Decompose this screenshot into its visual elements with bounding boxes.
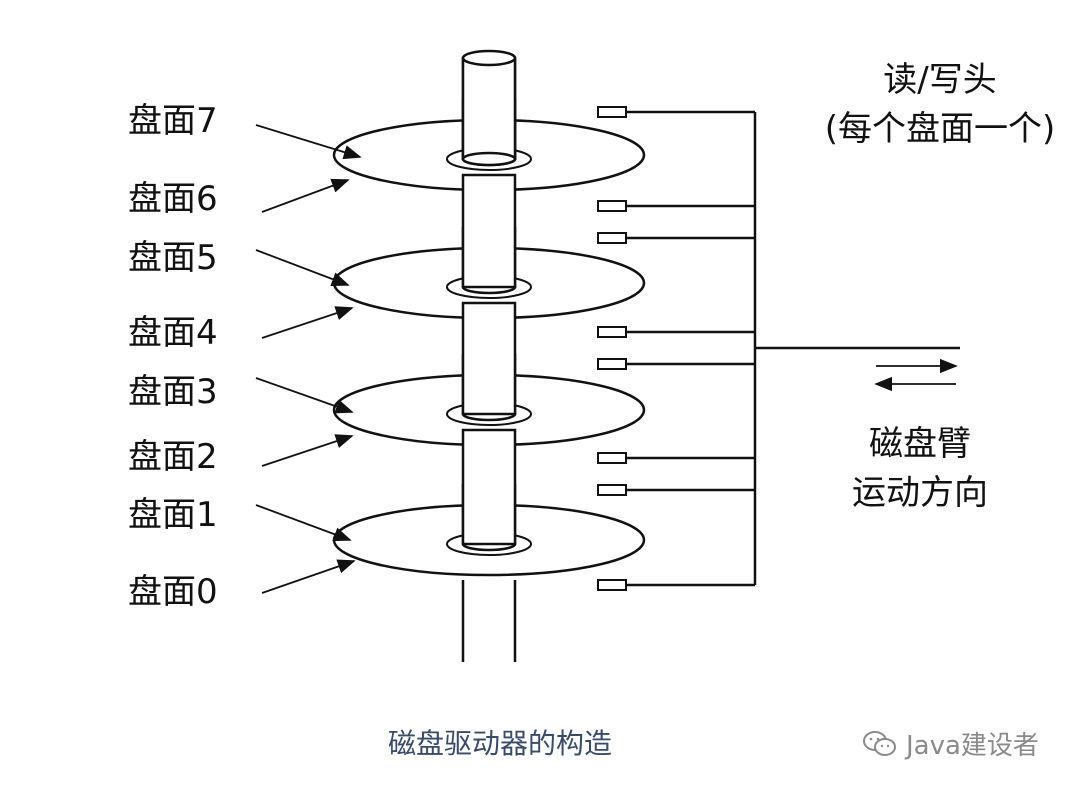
spindle-segment — [461, 301, 517, 416]
surface-label-7: 盘面7 — [128, 101, 218, 141]
surface-label-2: 盘面2 — [128, 437, 218, 477]
surface-pointer-arrow — [261, 559, 356, 594]
read-write-head — [597, 358, 627, 370]
read-write-head — [597, 106, 627, 118]
arm-direction-label: 磁盘臂 运动方向 — [820, 420, 1020, 519]
surface-pointer-arrow — [255, 377, 354, 414]
surface-label-6: 盘面6 — [128, 179, 218, 219]
wechat-icon — [863, 730, 896, 756]
spindle-segment — [461, 173, 517, 289]
read-write-head — [597, 326, 627, 338]
spindle-collar — [461, 151, 517, 167]
read-write-head — [597, 484, 627, 496]
read-write-head — [597, 452, 627, 464]
spindle-segment — [461, 428, 517, 546]
spindle-cap — [461, 49, 517, 67]
surface-pointer-arrow — [261, 306, 354, 339]
surface-label-5: 盘面5 — [128, 238, 218, 278]
watermark-text: Java建设者 — [906, 731, 1039, 761]
surface-pointer-arrow — [255, 504, 352, 542]
read-write-head — [597, 200, 627, 212]
arm-direction-label-line1: 磁盘臂 — [869, 424, 971, 464]
surface-label-0: 盘面0 — [128, 572, 218, 612]
surface-pointer-arrow — [261, 434, 354, 467]
watermark: Java建设者 — [862, 725, 1039, 762]
arm-direction-label-line2: 运动方向 — [852, 473, 988, 514]
surface-label-1: 盘面1 — [128, 495, 218, 535]
surface-pointer-arrow — [261, 178, 350, 213]
heads-label-line1: 读/写头 — [883, 60, 997, 100]
figure-caption: 磁盘驱动器的构造 — [387, 727, 612, 760]
surface-label-4: 盘面4 — [128, 313, 218, 353]
surface-pointer-arrow — [255, 124, 362, 160]
heads-label-line2: (每个盘面一个) — [824, 109, 1056, 150]
spindle-top-fill — [463, 58, 515, 158]
read-write-head — [597, 232, 627, 244]
surface-label-3: 盘面3 — [128, 372, 218, 412]
read-write-head — [597, 579, 627, 591]
heads-label: 读/写头 (每个盘面一个) — [800, 56, 1080, 155]
surface-pointer-arrow — [255, 249, 350, 286]
